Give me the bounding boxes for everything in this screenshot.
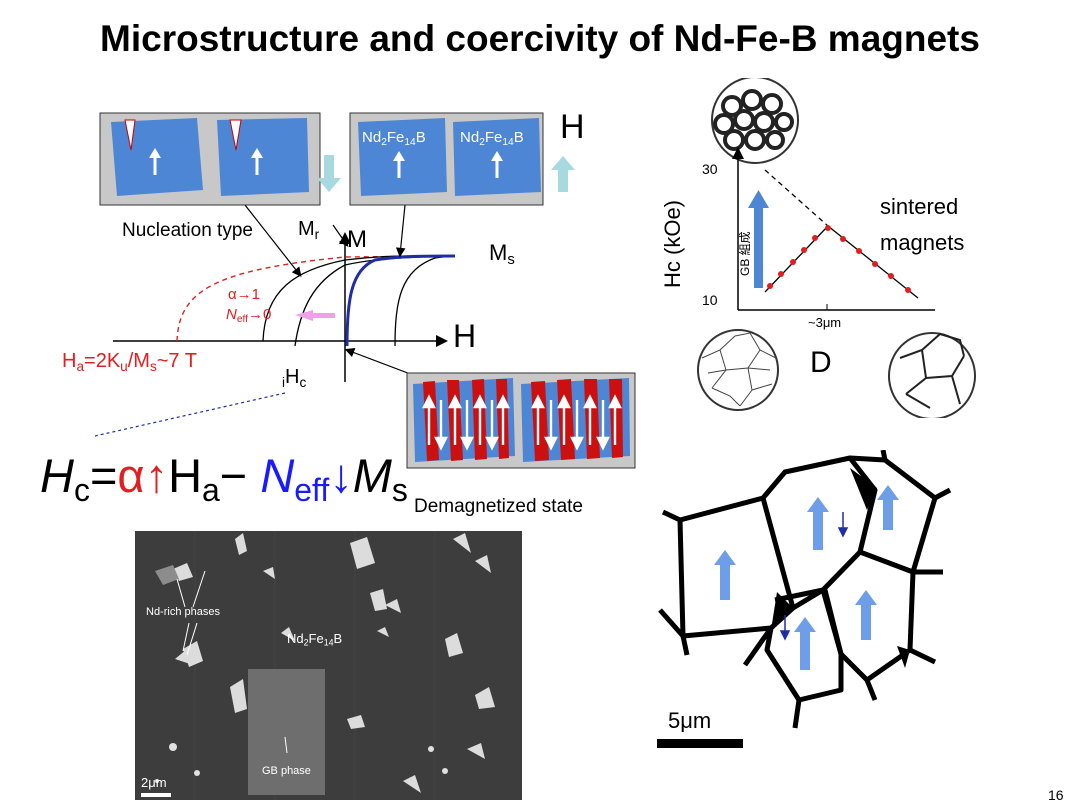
dashed-pointer bbox=[95, 392, 286, 437]
nucleation-type-label: Nucleation type bbox=[122, 220, 253, 241]
nd2fe14b-phase-label: Nd2Fe14B bbox=[287, 631, 343, 648]
light-down-arrow-icon bbox=[317, 155, 341, 192]
grain-label-2: Nd2Fe14B bbox=[460, 129, 524, 148]
gb-composition-label: GB 組成 bbox=[738, 231, 752, 276]
x-tick-3um: ~3μm bbox=[808, 315, 842, 330]
nucleation-grains-box bbox=[99, 112, 321, 206]
real-loop-curve bbox=[345, 254, 456, 347]
ideal-loop-curve bbox=[176, 255, 451, 342]
gb-phase-label: GB phase bbox=[262, 765, 311, 777]
ms-label: Ms bbox=[489, 240, 515, 269]
neff-label: Neff→0 bbox=[226, 306, 272, 325]
hc-vs-grain-size-plot bbox=[697, 78, 976, 418]
data-points bbox=[767, 225, 911, 293]
demagnetized-grains-box bbox=[406, 372, 636, 469]
alpha-label: α→1 bbox=[228, 286, 261, 303]
applied-field-h-label: H bbox=[560, 108, 585, 146]
hc-y-axis-label: Hc (kOe) bbox=[660, 200, 685, 288]
aligned-grains-box bbox=[349, 112, 544, 206]
slide-title: Microstructure and coercivity of Nd-Fe-B… bbox=[100, 18, 980, 59]
coercivity-formula: Hc=α↑Ha− Neff↓Ms bbox=[40, 449, 408, 508]
grain-label-1: Nd2Fe14B bbox=[362, 129, 426, 148]
page-number: 16 bbox=[1048, 787, 1064, 803]
d-axis-label: D bbox=[810, 346, 832, 379]
sintered-label: sintered bbox=[880, 194, 959, 219]
magnets-label: magnets bbox=[880, 230, 965, 255]
coarse-boundary-micrograph bbox=[888, 332, 976, 418]
hysteresis-diagram bbox=[95, 112, 636, 469]
fine-grain-micrograph bbox=[711, 78, 799, 164]
y-tick-10: 10 bbox=[702, 292, 718, 308]
anisotropy-field-equation: Ha=2Ku/Ms~7 T bbox=[62, 350, 197, 374]
nd-rich-phases-label: Nd-rich phases bbox=[146, 606, 220, 618]
coercivity-ihc-label: iHc bbox=[282, 366, 307, 390]
m-axis-label: M bbox=[347, 226, 367, 253]
grain-scale-bar bbox=[657, 739, 743, 748]
gb-composition-arrow-icon bbox=[748, 190, 769, 288]
demagnetized-state-label: Demagnetized state bbox=[414, 496, 583, 517]
mr-label: Mr bbox=[298, 218, 320, 242]
light-up-arrow-icon bbox=[551, 156, 575, 192]
sem-micrograph bbox=[135, 531, 522, 800]
sem-scale-label: 2μm bbox=[141, 775, 167, 790]
pink-left-arrow-icon bbox=[295, 310, 335, 321]
h-axis-label: H bbox=[453, 318, 477, 354]
fine-boundary-micrograph bbox=[697, 329, 779, 411]
grain-structure-diagram bbox=[657, 450, 952, 748]
grain-scale-label: 5μm bbox=[668, 708, 712, 733]
y-tick-30: 30 bbox=[702, 161, 718, 177]
